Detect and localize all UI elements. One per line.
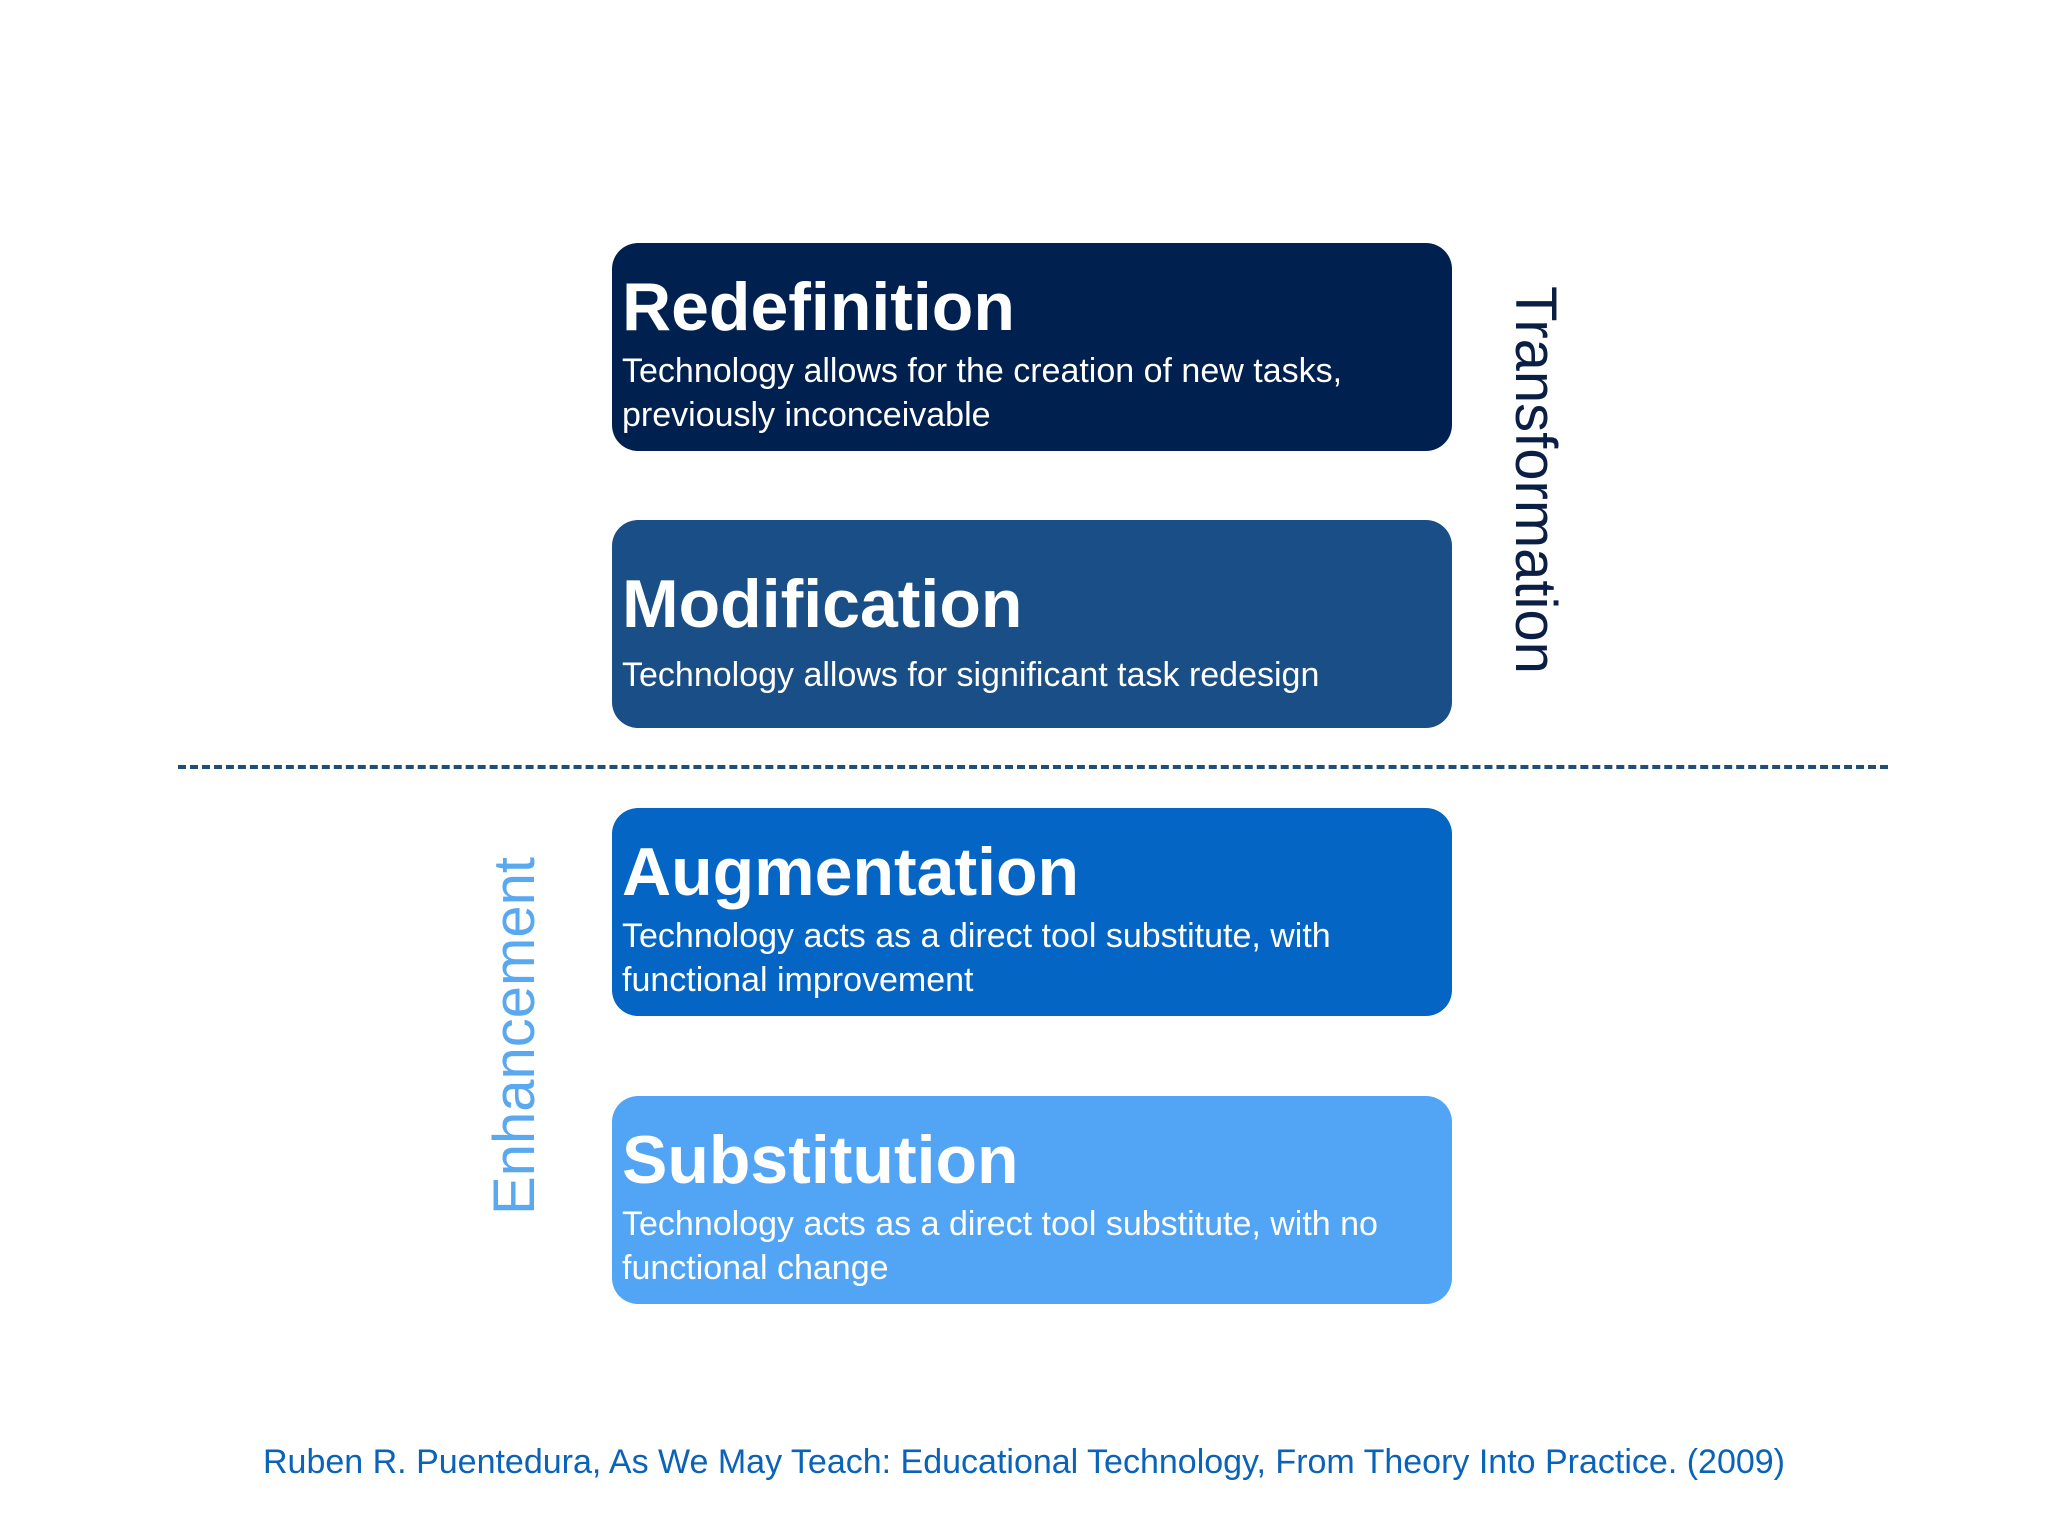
augmentation-description: Technology acts as a direct tool substit… [622,917,1331,999]
modification-title: Modification [622,566,1023,642]
redefinition-description: Technology allows for the creation of ne… [622,352,1343,434]
modification-box: Modification Technology allows for signi… [612,520,1452,728]
modification-description: Technology allows for significant task r… [622,656,1320,694]
augmentation-title: Augmentation [622,834,1080,910]
substitution-description: Technology acts as a direct tool substit… [622,1205,1378,1287]
transformation-enhancement-divider [178,765,1888,769]
enhancement-label: Enhancement [482,857,547,1215]
redefinition-title: Redefinition [622,269,1015,345]
substitution-title: Substitution [622,1122,1019,1198]
citation: Ruben R. Puentedura, As We May Teach: Ed… [262,1443,1785,1481]
redefinition-box: Redefinition Technology allows for the c… [612,243,1452,451]
augmentation-box: Augmentation Technology acts as a direct… [612,808,1452,1016]
transformation-label: Transformation [1503,286,1568,674]
substitution-box: Substitution Technology acts as a direct… [612,1096,1452,1304]
